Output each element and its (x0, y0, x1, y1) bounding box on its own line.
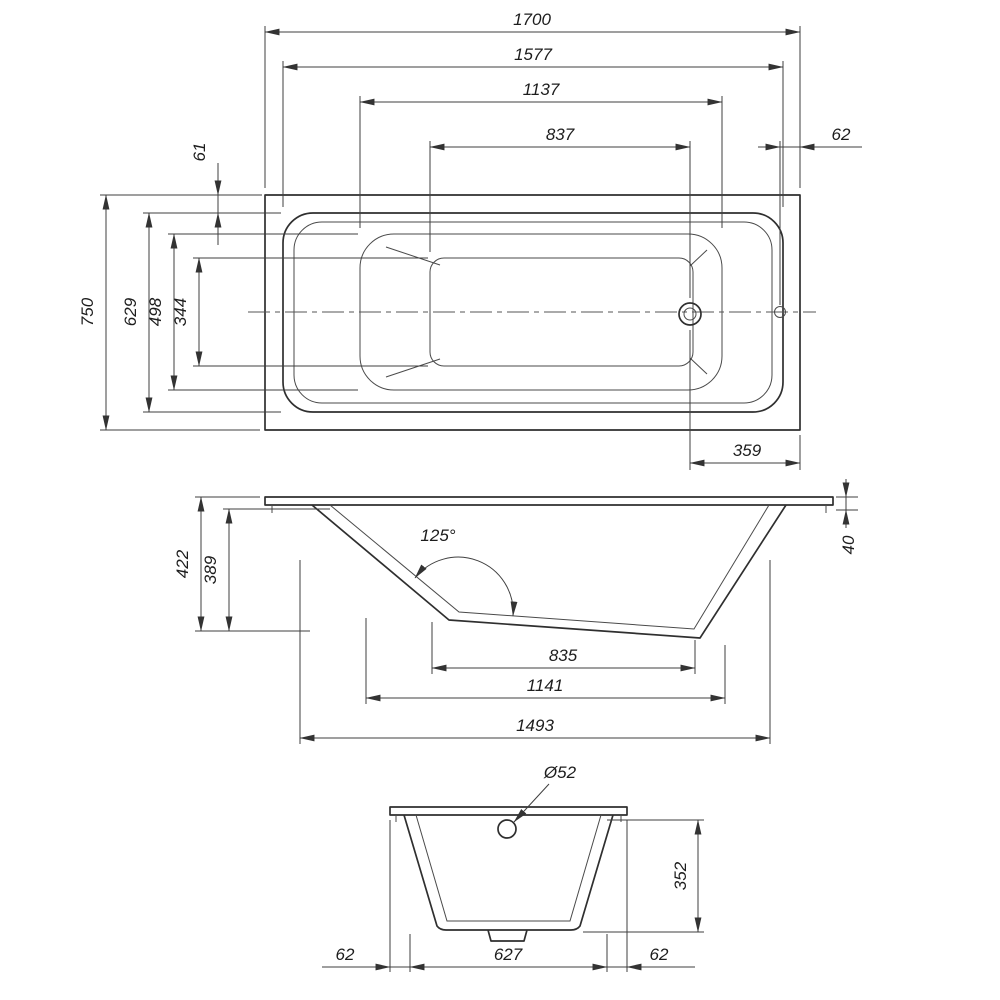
dim-lower-basin-length: 1141 (365, 618, 726, 704)
drain-hole-front (497, 819, 517, 839)
dim-label-drain-diameter: Ø52 (543, 763, 577, 782)
dim-label-base-length: 1493 (516, 716, 554, 735)
dim-drain-diameter: Ø52 (513, 763, 577, 823)
dim-label-bottom-width-front: 627 (494, 945, 523, 964)
dim-label-upper-basin-length: 1137 (523, 80, 560, 99)
dim-rim-thickness: 40 (836, 479, 858, 554)
dim-overall-width: 750 (78, 194, 260, 431)
dim-label-basin-depth: 389 (201, 555, 220, 584)
drain-fitting (487, 929, 528, 942)
tub-profile-inner (329, 504, 770, 630)
dim-upper-basin-length: 1137 (359, 80, 723, 228)
corner-slope-line (385, 246, 441, 266)
overflow-hole (774, 306, 786, 318)
dim-label-bottom-width: 344 (171, 298, 190, 326)
dim-basin-height: 352 (583, 819, 704, 933)
dim-label-rim-thickness: 40 (839, 535, 858, 554)
dim-base-length: 1493 (299, 560, 771, 744)
dim-basin-depth: 389 (201, 508, 330, 632)
dim-label-rim-opening-length: 1577 (514, 45, 552, 64)
angle-arc (414, 556, 518, 617)
tub-front-inner (415, 814, 602, 922)
dim-label-upper-basin-width: 498 (146, 297, 165, 326)
dim-label-bottom-flat-length: 835 (549, 646, 578, 665)
dim-bottom-length: 837 (429, 125, 691, 298)
dim-label-backrest-angle: 125° (420, 526, 455, 545)
dim-rim-opening-length: 1577 (282, 45, 784, 207)
dim-label-left-edge-offset: 62 (336, 945, 355, 964)
dim-drain-edge-offset: 359 (689, 330, 801, 470)
dim-label-basin-height: 352 (671, 861, 690, 890)
top-view: 1700 1577 1137 837 (78, 10, 862, 470)
dim-label-overall-length: 1700 (513, 10, 551, 29)
dim-rim-opening-width: 629 (121, 212, 281, 413)
dim-bottom-width: 344 (171, 257, 428, 367)
dim-label-right-edge-offset: 62 (650, 945, 669, 964)
dim-label-rim-opening-width: 629 (121, 297, 140, 326)
drain-hole (678, 302, 702, 326)
corner-slope-line (689, 249, 708, 267)
tub-front-outer (403, 814, 614, 931)
dim-rim-edge-width: 61 (190, 143, 280, 245)
corner-slope-line (689, 357, 708, 375)
rim-slab (264, 496, 834, 506)
corner-slope-line (385, 358, 441, 378)
dim-overall-length: 1700 (264, 10, 801, 188)
side-view: 125° 422 389 40 835 (173, 479, 858, 744)
tub-profile-outer (311, 504, 787, 639)
dim-bottom-flat-length: 835 (431, 622, 696, 674)
dim-label-overflow-edge-offset: 62 (832, 125, 851, 144)
dim-upper-basin-width: 498 (146, 233, 358, 391)
dim-overall-height: 422 (173, 496, 310, 632)
dim-bottom-row: 62 627 62 (322, 820, 695, 972)
dim-label-drain-edge-offset: 359 (733, 441, 762, 460)
dim-label-bottom-length: 837 (546, 125, 575, 144)
dim-label-overall-width: 750 (78, 297, 97, 326)
front-view: Ø52 352 62 627 62 (322, 763, 704, 972)
rim-slab-front (389, 806, 628, 816)
dim-overflow-edge-offset: 62 (758, 125, 862, 305)
dim-label-overall-height: 422 (173, 549, 192, 578)
drain-hole-inner (683, 307, 697, 321)
dim-label-rim-edge-width: 61 (190, 143, 209, 162)
dim-label-lower-basin-length: 1141 (527, 676, 564, 695)
